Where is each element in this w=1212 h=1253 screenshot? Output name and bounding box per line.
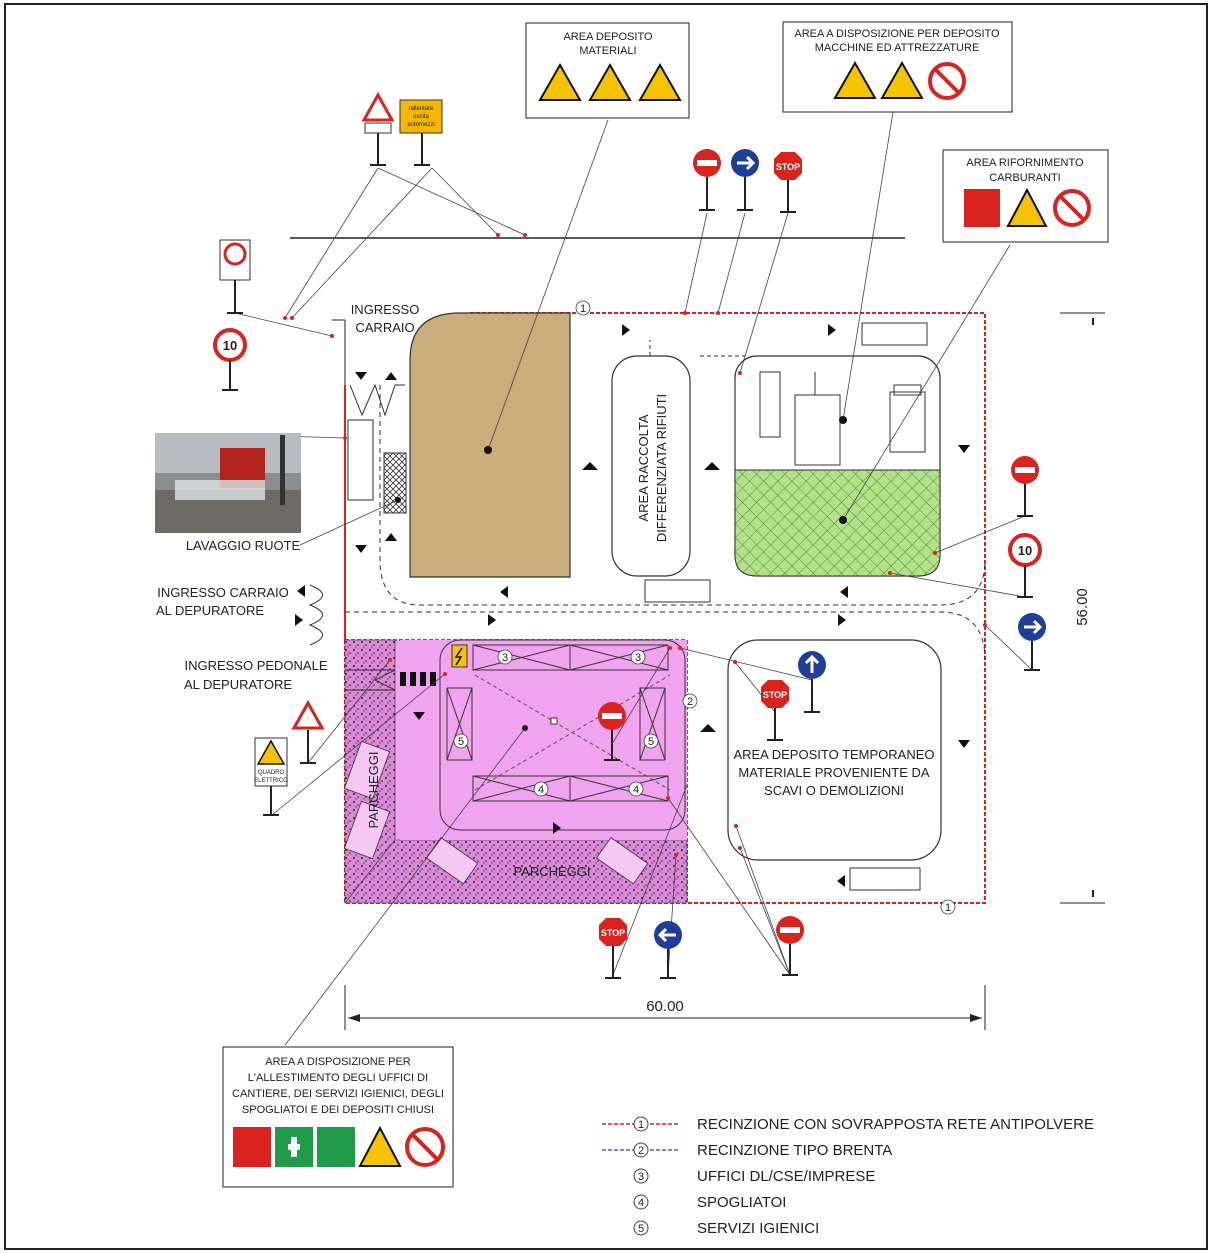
svg-text:56.00: 56.00 <box>1074 588 1091 626</box>
stop-sign: STOP <box>774 152 802 213</box>
marker-5: 5 <box>648 736 654 748</box>
marker-4: 4 <box>633 784 639 796</box>
svg-text:uscita: uscita <box>413 114 429 120</box>
svg-text:STOP: STOP <box>776 162 800 172</box>
ingresso-pedonale-label: INGRESSO PEDONALE <box>184 658 327 673</box>
svg-text:1: 1 <box>638 1119 644 1131</box>
rallentare-sign: rallentare uscita automezzi <box>399 99 443 166</box>
legend-item: 3 UFFICI DL/CSE/IMPRESE <box>633 1168 875 1185</box>
legend-item: 1 RECINZIONE CON SOVRAPPOSTA RETE ANTIPO… <box>602 1116 1094 1133</box>
direction-left-sign <box>654 921 682 979</box>
lavaggio-ruote-label: LAVAGGIO RUOTE <box>186 538 301 553</box>
no-entry-sign <box>1011 456 1039 517</box>
svg-text:CARBURANTI: CARBURANTI <box>989 172 1061 184</box>
svg-text:MACCHINE ED ATTREZZATURE: MACCHINE ED ATTREZZATURE <box>815 42 980 54</box>
leader-lines <box>234 111 1033 1046</box>
svg-text:SPOGLIATOI E DEI DEPOSITI CHIU: SPOGLIATOI E DEI DEPOSITI CHIUSI <box>242 1104 434 1116</box>
warning-sign-slow <box>361 91 395 166</box>
extinguisher-icon <box>233 1127 271 1167</box>
svg-text:RECINZIONE TIPO BRENTA: RECINZIONE TIPO BRENTA <box>697 1142 892 1159</box>
svg-text:STOP: STOP <box>763 690 787 700</box>
legend-item: 2 RECINZIONE TIPO BRENTA <box>602 1142 892 1159</box>
rifiuti-area <box>611 355 691 577</box>
svg-text:SPOGLIATOI: SPOGLIATOI <box>697 1194 786 1211</box>
speed-limit-sign: 10 <box>213 328 247 391</box>
svg-text:ELETTRICO: ELETTRICO <box>254 778 288 784</box>
svg-text:UFFICI DL/CSE/IMPRESE: UFFICI DL/CSE/IMPRESE <box>697 1168 875 1185</box>
marker-5: 5 <box>458 736 464 748</box>
stop-sign: STOP <box>599 918 627 979</box>
svg-text:2: 2 <box>638 1145 644 1157</box>
rifiuti-label: AREA RACCOLTA <box>636 414 651 521</box>
svg-text:10: 10 <box>223 338 237 353</box>
parcheggi-vertical-label: PARCHEGGI <box>366 751 381 828</box>
svg-text:CANTIERE, DEI SERVIZI IGIENICI: CANTIERE, DEI SERVIZI IGIENICI, DEGLI <box>232 1088 444 1100</box>
sign-box-deposito-macchine: AREA A DISPOSIZIONE PER DEPOSITO MACCHIN… <box>782 21 1013 113</box>
svg-text:4: 4 <box>638 1197 644 1209</box>
wheel-wash-photo <box>155 433 301 533</box>
deposito-temporaneo-label: AREA DEPOSITO TEMPORANEO <box>733 747 934 762</box>
ingresso-carraio-label: INGRESSO <box>351 302 420 317</box>
deposito-temporaneo-label: MATERIALE PROVENIENTE DA <box>738 765 930 780</box>
marker-2: 2 <box>687 696 693 708</box>
direction-right-sign <box>731 149 759 211</box>
svg-text:QUADRO: QUADRO <box>258 770 285 776</box>
no-entry-sign <box>693 149 721 211</box>
svg-text:AREA RIFORNIMENTO: AREA RIFORNIMENTO <box>966 157 1084 169</box>
svg-text:SERVIZI IGIENICI: SERVIZI IGIENICI <box>697 1220 819 1237</box>
dimension-height: 56.00 <box>1060 312 1105 904</box>
electrical-panel-sign: QUADRO ELETTRICO <box>254 737 288 816</box>
no-entry-sign <box>598 702 626 761</box>
pedestrian-warning-sign <box>291 699 325 764</box>
sign-box-rifornimento: AREA RIFORNIMENTO CARBURANTI <box>942 149 1109 243</box>
rifiuti-label: DIFFERENZIATA RIFIUTI <box>654 394 669 542</box>
direction-up-sign <box>798 651 826 713</box>
legend: 1 RECINZIONE CON SOVRAPPOSTA RETE ANTIPO… <box>602 1116 1094 1237</box>
ingresso-carraio-label: CARRAIO <box>355 320 414 335</box>
svg-text:3: 3 <box>638 1171 644 1183</box>
svg-text:STOP: STOP <box>601 928 625 938</box>
marker-1: 1 <box>580 303 586 315</box>
no-entry-sign <box>776 916 804 976</box>
svg-text:10: 10 <box>1018 543 1032 558</box>
svg-text:RECINZIONE CON SOVRAPPOSTA RET: RECINZIONE CON SOVRAPPOSTA RETE ANTIPOLV… <box>697 1116 1094 1133</box>
dimension-width: 60.00 <box>344 985 986 1030</box>
marker-1: 1 <box>945 902 951 914</box>
stop-sign: STOP <box>761 680 789 741</box>
sign-box-deposito-materiali: AREA DEPOSITO MATERIALI <box>525 22 690 119</box>
legend-item: 4 SPOGLIATOI <box>633 1194 786 1211</box>
parcheggi-label: PARCHEGGI <box>513 864 590 879</box>
svg-text:AREA A DISPOSIZIONE PER DEPOSI: AREA A DISPOSIZIONE PER DEPOSITO <box>794 28 1000 40</box>
svg-text:5: 5 <box>638 1223 644 1235</box>
marker-3: 3 <box>635 652 641 664</box>
emergency-phone-icon <box>317 1127 355 1167</box>
ingresso-carraio-depuratore-label: INGRESSO CARRAIO <box>157 585 288 600</box>
svg-text:L'ALLESTIMENTO DEGLI UFFICI DI: L'ALLESTIMENTO DEGLI UFFICI DI <box>248 1072 428 1084</box>
warning-icon <box>538 62 682 101</box>
svg-text:60.00: 60.00 <box>646 998 684 1015</box>
svg-text:automezzi: automezzi <box>407 122 434 128</box>
svg-text:AREA DEPOSITO: AREA DEPOSITO <box>563 31 652 43</box>
marker-3: 3 <box>502 652 508 664</box>
ingresso-pedonale-label: AL DEPURATORE <box>184 677 292 692</box>
legend-item: 5 SERVIZI IGIENICI <box>633 1220 819 1237</box>
extinguisher-icon <box>964 189 1000 227</box>
deposito-temporaneo-label: SCAVI O DEMOLIZIONI <box>764 783 904 798</box>
high-voltage-icon <box>451 644 468 668</box>
svg-text:rallentare: rallentare <box>408 106 434 112</box>
direction-right-sign <box>1018 613 1046 671</box>
flow-arrows <box>295 324 970 887</box>
ingresso-carraio-depuratore-label: AL DEPURATORE <box>156 603 264 618</box>
no-entry-pedestrian-sign <box>219 239 251 314</box>
svg-text:MATERIALI: MATERIALI <box>579 45 636 57</box>
sign-box-uffici: AREA A DISPOSIZIONE PER L'ALLESTIMENTO D… <box>222 1046 454 1188</box>
svg-text:AREA A DISPOSIZIONE PER: AREA A DISPOSIZIONE PER <box>265 1056 411 1068</box>
speed-limit-sign: 10 <box>1008 533 1042 598</box>
marker-4: 4 <box>538 784 544 796</box>
